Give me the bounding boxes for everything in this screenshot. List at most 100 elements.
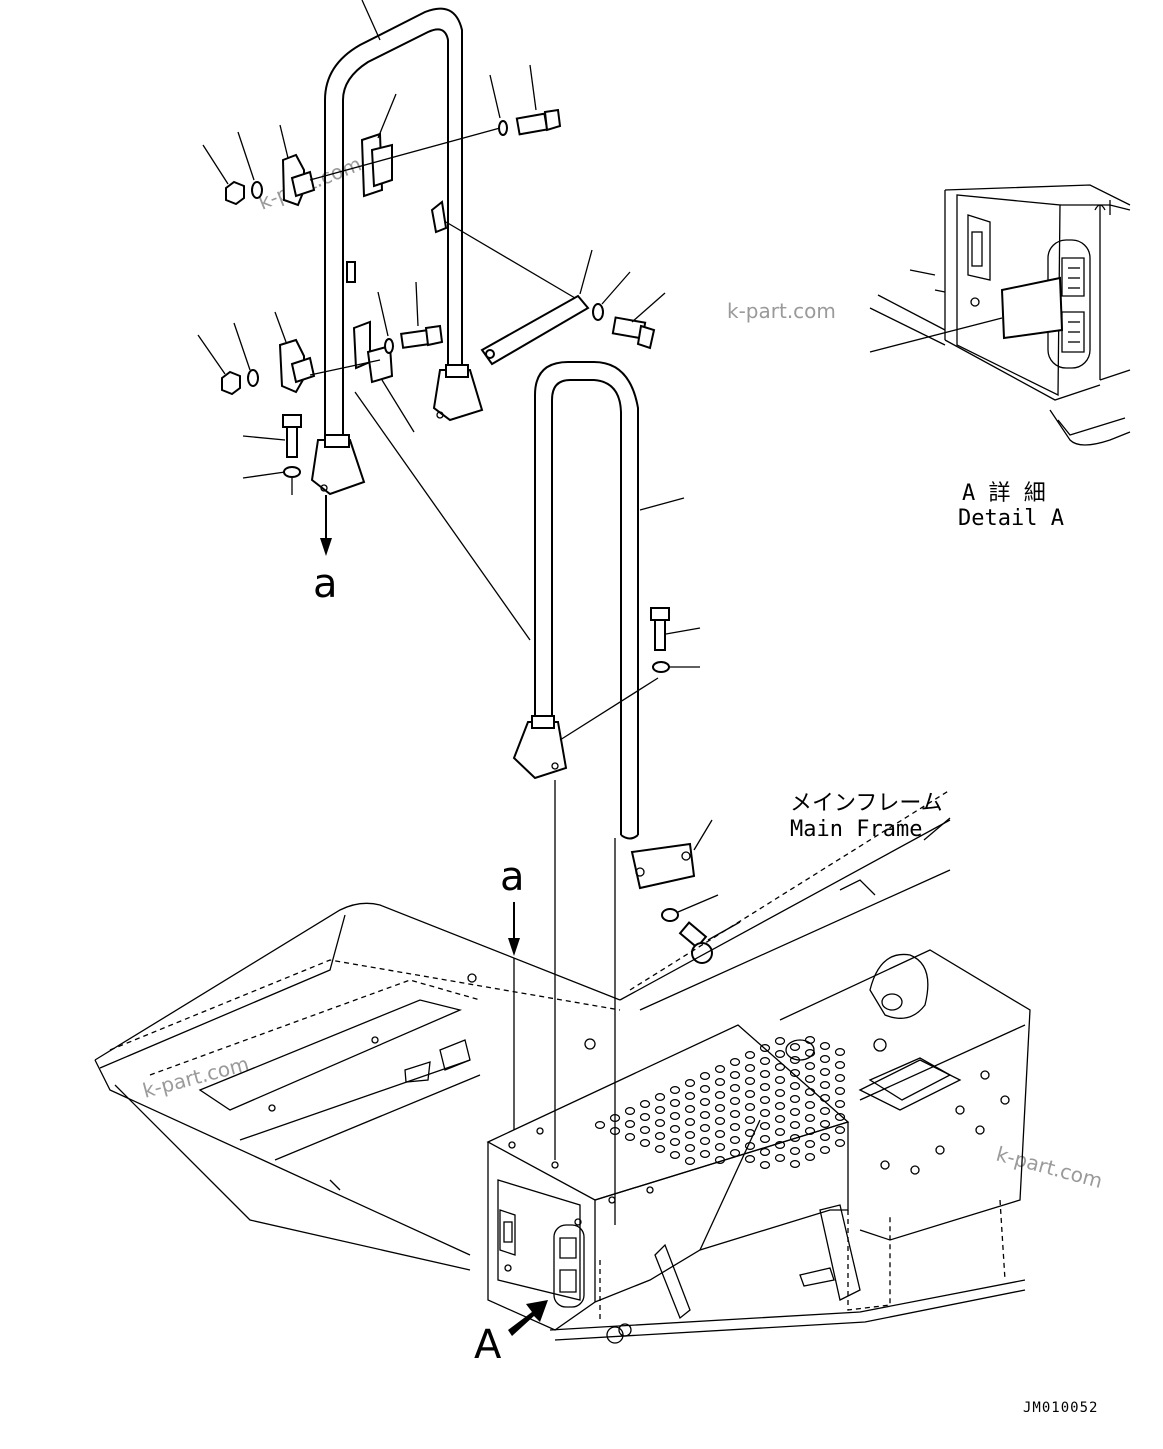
perforation-hole bbox=[804, 1074, 816, 1083]
perforation-hole bbox=[699, 1110, 711, 1119]
detail-a-marker: A bbox=[474, 1300, 548, 1368]
perforation-hole bbox=[789, 1159, 801, 1168]
arrow-down-icon bbox=[508, 938, 520, 956]
main-frame-label-jp: メインフレーム bbox=[790, 791, 943, 816]
main-frame bbox=[94, 789, 1031, 1341]
perforation-hole bbox=[624, 1119, 636, 1128]
perforation-hole bbox=[819, 1132, 831, 1141]
perforation-hole bbox=[684, 1130, 696, 1139]
perforated-plate bbox=[594, 1035, 846, 1169]
perforation-hole bbox=[654, 1105, 666, 1114]
perforation-hole bbox=[729, 1148, 741, 1157]
perforation-hole bbox=[804, 1126, 816, 1135]
perforation-hole bbox=[834, 1125, 846, 1134]
foot-bracket-right bbox=[432, 364, 484, 422]
perforation-hole bbox=[759, 1134, 771, 1143]
perforation-hole bbox=[759, 1069, 771, 1078]
perforation-hole bbox=[819, 1093, 831, 1102]
arrow-down-icon bbox=[320, 538, 332, 556]
perforation-hole bbox=[699, 1071, 711, 1080]
perforation-hole bbox=[819, 1080, 831, 1089]
perforation-hole bbox=[744, 1089, 756, 1098]
perforation-hole bbox=[804, 1087, 816, 1096]
perforation-hole bbox=[834, 1060, 846, 1069]
perforation-hole bbox=[699, 1123, 711, 1132]
detail-marker-label: A bbox=[474, 1322, 502, 1368]
perforation-hole bbox=[714, 1155, 726, 1164]
perforation-hole bbox=[729, 1057, 741, 1066]
perforation-hole bbox=[789, 1107, 801, 1116]
perforation-hole bbox=[804, 1139, 816, 1148]
mount-bracket bbox=[630, 819, 741, 964]
clamp-bracket-top bbox=[279, 93, 397, 207]
foot-bracket-left bbox=[310, 434, 366, 496]
watermark: k-part.com bbox=[994, 1142, 1105, 1193]
perforation-hole bbox=[759, 1108, 771, 1117]
watermark: k-part.com bbox=[727, 299, 836, 323]
perforation-hole bbox=[714, 1116, 726, 1125]
perforation-hole bbox=[669, 1111, 681, 1120]
perforation-hole bbox=[669, 1150, 681, 1159]
perforation-hole bbox=[774, 1049, 786, 1058]
perforation-hole bbox=[789, 1081, 801, 1090]
perforation-hole bbox=[759, 1160, 771, 1169]
perforation-hole bbox=[744, 1154, 756, 1163]
perforation-hole bbox=[729, 1109, 741, 1118]
view-label-a: a bbox=[313, 561, 338, 607]
perforation-hole bbox=[789, 1094, 801, 1103]
watermark: k-part.com bbox=[140, 1051, 251, 1102]
perforation-hole bbox=[834, 1086, 846, 1095]
perforation-hole bbox=[789, 1068, 801, 1077]
perforation-hole bbox=[759, 1095, 771, 1104]
solid-arrow-icon bbox=[508, 1300, 548, 1336]
perforation-hole bbox=[819, 1145, 831, 1154]
perforation-hole bbox=[714, 1090, 726, 1099]
perforation-hole bbox=[699, 1136, 711, 1145]
perforation-hole bbox=[714, 1077, 726, 1086]
perforation-hole bbox=[744, 1115, 756, 1124]
perforation-hole bbox=[684, 1104, 696, 1113]
perforation-hole bbox=[669, 1137, 681, 1146]
perforation-hole bbox=[729, 1122, 741, 1131]
perforation-hole bbox=[804, 1035, 816, 1044]
perforation-hole bbox=[759, 1121, 771, 1130]
perforation-hole bbox=[804, 1113, 816, 1122]
perforation-hole bbox=[654, 1144, 666, 1153]
perforation-hole bbox=[774, 1140, 786, 1149]
perforation-hole bbox=[639, 1099, 651, 1108]
perforation-hole bbox=[834, 1138, 846, 1147]
perforation-hole bbox=[819, 1067, 831, 1076]
perforation-hole bbox=[744, 1050, 756, 1059]
upper-handrail bbox=[324, 0, 463, 445]
perforation-hole bbox=[804, 1061, 816, 1070]
perforation-hole bbox=[774, 1153, 786, 1162]
perforation-hole bbox=[759, 1147, 771, 1156]
drawing-number: JM010052 bbox=[1023, 1400, 1098, 1416]
perforation-hole bbox=[624, 1132, 636, 1141]
bolt-top-right bbox=[309, 64, 562, 181]
perforation-hole bbox=[789, 1146, 801, 1155]
perforation-hole bbox=[729, 1070, 741, 1079]
detail-title-en: Detail A bbox=[958, 506, 1064, 531]
nut-top bbox=[202, 131, 263, 206]
perforation-hole bbox=[684, 1091, 696, 1100]
perforation-hole bbox=[774, 1127, 786, 1136]
perforation-hole bbox=[819, 1041, 831, 1050]
perforation-hole bbox=[759, 1082, 771, 1091]
perforation-hole bbox=[804, 1152, 816, 1161]
perforation-hole bbox=[684, 1156, 696, 1165]
bolt-lower-left bbox=[242, 414, 302, 495]
perforation-hole bbox=[729, 1096, 741, 1105]
main-frame-label: メインフレーム Main Frame bbox=[790, 791, 951, 842]
perforation-hole bbox=[819, 1106, 831, 1115]
perforation-hole bbox=[639, 1138, 651, 1147]
perforation-hole bbox=[789, 1133, 801, 1142]
view-arrow-a-top: a bbox=[313, 495, 338, 607]
perforation-hole bbox=[744, 1141, 756, 1150]
detail-title-jp: A 詳 細 bbox=[962, 481, 1046, 506]
perforation-hole bbox=[834, 1112, 846, 1121]
perforation-hole bbox=[684, 1117, 696, 1126]
clamp-bracket-middle bbox=[274, 261, 415, 433]
perforation-hole bbox=[789, 1042, 801, 1051]
perforation-hole bbox=[819, 1119, 831, 1128]
